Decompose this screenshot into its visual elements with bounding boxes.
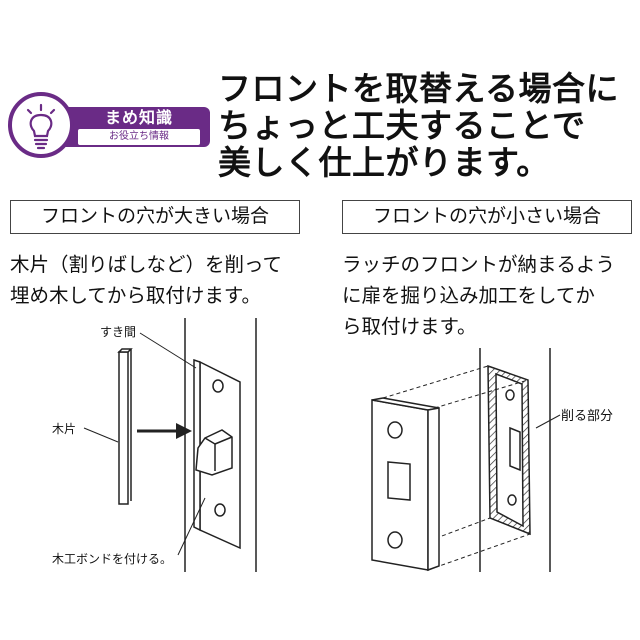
wood-piece-label: 木片 (52, 422, 77, 436)
badge-title: まめ知識 (104, 108, 173, 127)
latch-hole (387, 461, 411, 501)
faceplate-side (427, 407, 440, 572)
description-line: 埋め木してから取付けます。 (10, 284, 261, 307)
description-line: に扉を掘り込み加工をしてか (342, 284, 595, 307)
screw-hole (507, 494, 517, 506)
left-case-title: フロントの穴が大きい場合 (10, 200, 300, 234)
description-line: ら取付けます。 (342, 315, 477, 338)
left-diagram (83, 318, 257, 572)
latch-hole (509, 426, 521, 472)
right-diagram (371, 348, 561, 572)
glue-leader (177, 497, 206, 556)
glue-label: 木工ボンドを付ける。 (52, 552, 173, 566)
wood-piece (118, 351, 129, 505)
left-case-description: 木片（割りばしなど）を削って 埋め木してから取付けます。 (10, 249, 282, 311)
cut-part-leader (535, 414, 561, 429)
wood-piece-top (117, 348, 133, 353)
latch-edge (214, 436, 233, 445)
screw-hole (387, 421, 403, 439)
description-line: 木片（割りばしなど）を削って (10, 253, 283, 276)
headline-line: 美しく仕上がります。 (218, 143, 550, 182)
faceplate-edge (193, 358, 201, 532)
screw-hole (387, 531, 403, 549)
screw-hole (214, 503, 226, 517)
tip-badge: まめ知識 お役立ち情報 (8, 92, 214, 164)
badge-circle (8, 92, 74, 158)
gap-leader (139, 332, 197, 369)
screw-hole (212, 379, 224, 393)
right-case-title: フロントの穴が小さい場合 (342, 200, 632, 234)
lightbulb-icon (26, 103, 56, 150)
headline: フロントを取替える場合に ちょっと工夫することで 美しく仕上がります。 (218, 70, 638, 181)
headline-line: フロントを取替える場合に (218, 69, 620, 108)
right-case-description: ラッチのフロントが納まるよう に扉を掘り込み加工をしてか ら取付けます。 (342, 249, 615, 342)
headline-line: ちょっと工夫することで (218, 106, 586, 145)
arrow-head (176, 423, 192, 439)
screw-hole (505, 389, 515, 401)
badge-subtitle: お役立ち情報 (78, 129, 200, 145)
gap-label: すき間 (100, 325, 137, 339)
cut-part-label: 削る部分 (561, 409, 614, 424)
description-line: ラッチのフロントが納まるよう (342, 253, 616, 276)
wood-leader (83, 427, 119, 443)
